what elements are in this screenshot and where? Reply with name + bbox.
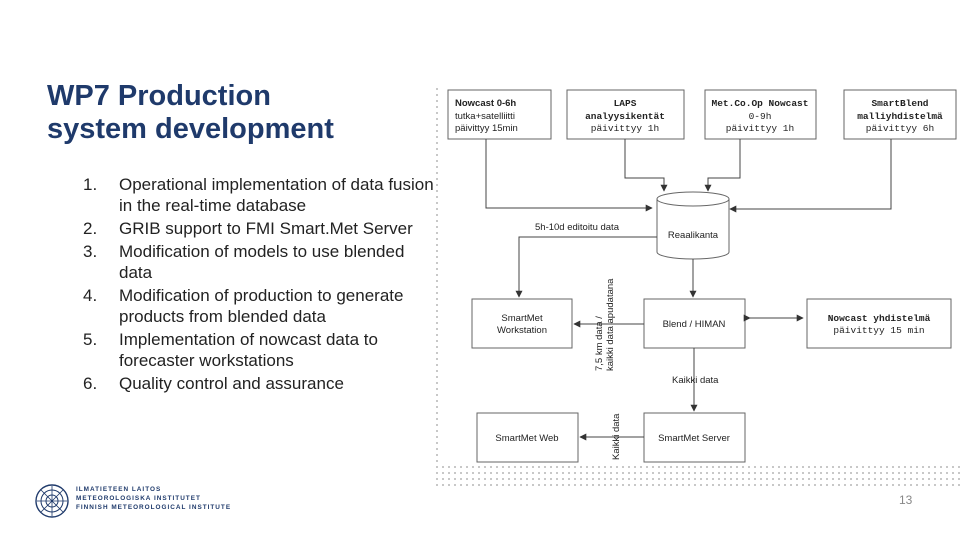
title-line-1: WP7 Production — [47, 80, 271, 112]
list-number: 3. — [83, 242, 98, 261]
source-box-laps — [566, 89, 685, 140]
smartmet-web-box — [476, 412, 579, 463]
list-number: 4. — [83, 286, 98, 305]
list-item: 1. Operational implementation of data fus… — [78, 174, 438, 216]
connector-edited-data — [515, 236, 657, 298]
connector-laps — [624, 139, 668, 192]
source-nowcast-line-1: Nowcast 0-6h — [455, 98, 516, 109]
list-text: Operational implementation of data fusio… — [119, 175, 434, 215]
page-number: 13 — [899, 493, 913, 507]
list-text: Implementation of nowcast data to foreca… — [119, 330, 378, 370]
list-item: 4. Modification of production to generate… — [78, 285, 438, 327]
workstation-line-2: Workstation — [497, 325, 547, 336]
logo-line-2: METEOROLOGISKA INSTITUTET — [76, 495, 201, 502]
title-line-2: system development — [47, 113, 334, 145]
source-box-smartblend — [843, 89, 957, 140]
smartmet-server-label: SmartMet Server — [658, 433, 730, 444]
diagram-panel — [441, 86, 960, 466]
connector-nowcast — [485, 139, 653, 212]
source-laps-line-1: LAPS — [614, 98, 637, 109]
database-label: Reaalikanta — [668, 230, 719, 241]
nowcast-combo-line-2: päivittyy 15 min — [833, 325, 924, 336]
list-item: 2. GRIB support to FMI Smart.Met Server — [78, 218, 438, 239]
source-nowcast-line-3: päivittyy 15min — [455, 123, 518, 134]
smartmet-web-label: SmartMet Web — [495, 433, 558, 444]
list-text: Modification of production to generate p… — [119, 286, 404, 326]
source-smartblend-line-3: päivittyy 6h — [866, 123, 934, 134]
list-number: 1. — [83, 175, 98, 194]
task-list: 1. Operational implementation of data fus… — [78, 174, 438, 396]
edge-label-all-data: Kaikki data — [672, 375, 719, 386]
nowcast-combo-line-1: Nowcast yhdistelmä — [828, 313, 931, 324]
source-smartblend-line-1: SmartBlend — [871, 98, 928, 109]
source-box-metcoop — [704, 89, 817, 140]
nowcast-combo-box — [806, 298, 952, 349]
edge-label-all-data-vertical: Kaikki data — [611, 413, 622, 460]
workstation-box — [471, 298, 573, 349]
smartmet-server-box — [643, 412, 746, 463]
fmi-logo-icon — [35, 484, 69, 518]
list-text: Quality control and assurance — [119, 374, 344, 393]
edge-label-edited: 5h-10d editoitu data — [535, 222, 620, 233]
connector-metcoop — [704, 139, 741, 192]
source-metcoop-line-2: 0-9h — [749, 111, 772, 122]
source-nowcast-line-2: tutka+satelliitti — [455, 111, 515, 122]
list-item: 5. Implementation of nowcast data to fore… — [78, 329, 438, 371]
database-cylinder — [656, 199, 730, 260]
logo-line-3: FINNISH METEOROLOGICAL INSTITUTE — [76, 504, 232, 511]
edge-label-km-line-1: 7,5 km data / — [594, 316, 605, 371]
slide-title: WP7 Production system development — [47, 80, 407, 146]
list-item: 3. Modification of models to use blended … — [78, 241, 438, 283]
source-smartblend-line-2: malliyhdistelmä — [857, 111, 943, 122]
logo-wordmark: ILMATIETEEN LAITOS METEOROLOGISKA INSTIT… — [76, 485, 231, 512]
list-text: GRIB support to FMI Smart.Met Server — [119, 219, 413, 238]
logo-line-1: ILMATIETEEN LAITOS — [76, 486, 162, 493]
connector-smartblend — [729, 139, 892, 213]
list-number: 2. — [83, 219, 98, 238]
blend-label: Blend / HIMAN — [663, 319, 726, 330]
source-metcoop-line-3: päivittyy 1h — [726, 123, 794, 134]
source-box-nowcast — [447, 89, 552, 140]
source-laps-line-3: päivittyy 1h — [591, 123, 659, 134]
list-item: 6. Quality control and assurance — [78, 373, 438, 394]
workstation-line-1: SmartMet — [501, 313, 543, 324]
edge-label-km-line-2: kaikki data apudatana — [605, 278, 616, 371]
source-metcoop-line-1: Met.Co.Op Nowcast — [712, 98, 809, 109]
list-text: Modification of models to use blended da… — [119, 242, 405, 282]
blend-box — [643, 298, 746, 349]
database-top — [656, 191, 730, 207]
source-laps-line-2: analyysikentät — [585, 111, 665, 122]
list-number: 5. — [83, 330, 98, 349]
list-number: 6. — [83, 374, 98, 393]
